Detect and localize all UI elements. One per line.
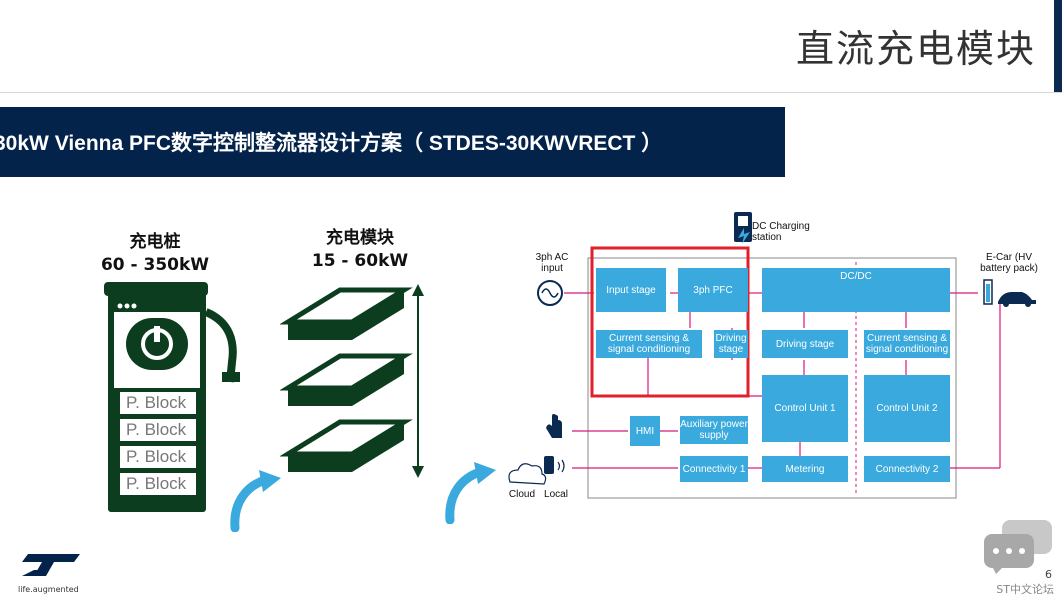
power-block-2: P. Block (120, 419, 196, 441)
module-box-3 (280, 419, 413, 472)
connectivity-2-block: Connectivity 2 (864, 456, 950, 482)
current-sensing-block-1: Current sensing & signal conditioning (596, 330, 702, 358)
highlight-box (590, 246, 750, 398)
slide-title: 直流充电模块 (795, 27, 1036, 71)
control-unit-2-block: Control Unit 2 (864, 375, 950, 442)
dc-charging-station-label: DC Charging station (752, 221, 810, 243)
connectivity-1-block: Connectivity 1 (680, 456, 748, 482)
metering-block: Metering (762, 456, 848, 482)
banner-text: 30kW Vienna PFC数字控制整流器设计方案（ STDES-30KWVR… (0, 132, 663, 155)
module-power: 15 - 60kW (311, 251, 409, 271)
ecar-label: E-Car (HV battery pack) (980, 252, 1038, 274)
title-banner (0, 107, 785, 177)
hmi-block: HMI (630, 416, 660, 446)
module-box-2 (280, 353, 413, 406)
cloud-label: Cloud (508, 489, 536, 500)
input-stage-block: Input stage (596, 268, 666, 312)
pfc-block: 3ph PFC (678, 268, 748, 312)
ac-input-label: 3ph AC input (535, 252, 569, 274)
dcdc-block: DC/DC (762, 268, 950, 312)
local-label: Local (544, 489, 568, 500)
power-block-3: P. Block (120, 446, 196, 468)
module-title: 充电模块 (326, 228, 394, 248)
charger-power: 60 - 350kW (100, 255, 210, 275)
page-number: 6 (1045, 568, 1052, 581)
diagram-frame (587, 257, 957, 499)
charger-title: 充电桩 (129, 232, 181, 252)
current-sensing-block-2: Current sensing & signal conditioning (864, 330, 950, 358)
forum-label[interactable]: ST中文论坛 (996, 583, 1054, 596)
chat-bubble-icon (984, 520, 1052, 574)
aux-supply-block: Auxiliary power supply (680, 416, 748, 444)
st-tagline: life.augmented (18, 585, 79, 594)
power-block-4: P. Block (120, 473, 196, 495)
control-unit-1-block: Control Unit 1 (762, 375, 848, 442)
flow-arrow-1 (230, 470, 281, 532)
power-block-1: P. Block (120, 392, 196, 414)
header-accent-bar (1054, 0, 1062, 92)
st-logo-icon (22, 554, 80, 576)
driving-stage-block-1: Driving stage (714, 330, 748, 358)
block-diagram-canvas (508, 212, 1036, 499)
module-stack-illustration (280, 284, 424, 478)
flow-arrow-2 (445, 462, 496, 524)
driving-stage-block-2: Driving stage (762, 330, 848, 358)
title-divider (0, 92, 1062, 93)
module-box-1 (280, 287, 413, 340)
